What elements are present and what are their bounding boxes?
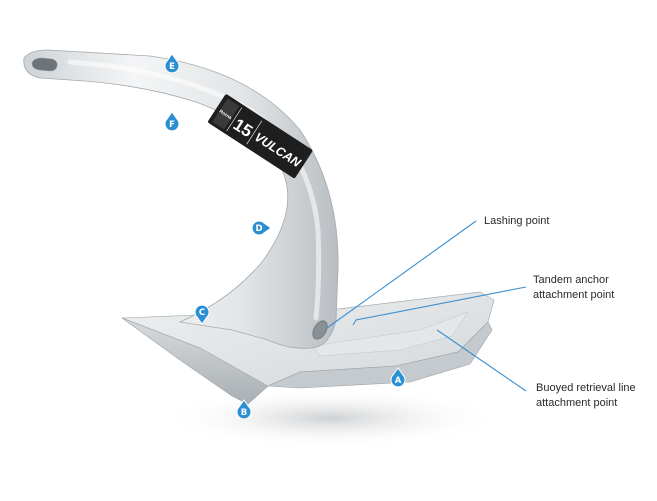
marker-b: B (236, 399, 252, 420)
ground-shadow (160, 388, 500, 448)
svg-text:E: E (169, 62, 175, 72)
fluke-recess (311, 311, 469, 357)
callout-tandem-line-2: attachment point (533, 289, 614, 301)
callout-lines (326, 220, 527, 392)
marker-c: C (194, 304, 210, 325)
marker-f: F (164, 111, 180, 132)
callout-buoyed-line-2: attachment point (536, 397, 617, 409)
brand-mark: Rocna (218, 108, 233, 120)
svg-text:A: A (395, 376, 402, 386)
lashing-callout-line (326, 220, 477, 329)
marker-d: D (251, 220, 272, 236)
callout-buoyed-line-1: Buoyed retrieval line (536, 382, 636, 394)
fluke-lip (267, 321, 493, 389)
marker-a: A (390, 367, 406, 388)
marker-e: E (164, 53, 180, 74)
anchor-shank (23, 49, 339, 349)
svg-text:B: B (241, 408, 247, 418)
svg-text:C: C (199, 308, 205, 318)
svg-text:F: F (169, 120, 175, 130)
tandem-callout-line (352, 286, 527, 326)
product-label: Rocna 15 VULCAN (208, 94, 313, 179)
lashing-slot (312, 320, 328, 340)
callout-tandem-line-1: Tandem anchor (533, 274, 609, 286)
svg-text:D: D (255, 224, 262, 234)
shackle-slot (31, 57, 58, 72)
callout-lashing-line-1: Lashing point (484, 215, 549, 227)
buoyed-callout-line (436, 329, 527, 392)
